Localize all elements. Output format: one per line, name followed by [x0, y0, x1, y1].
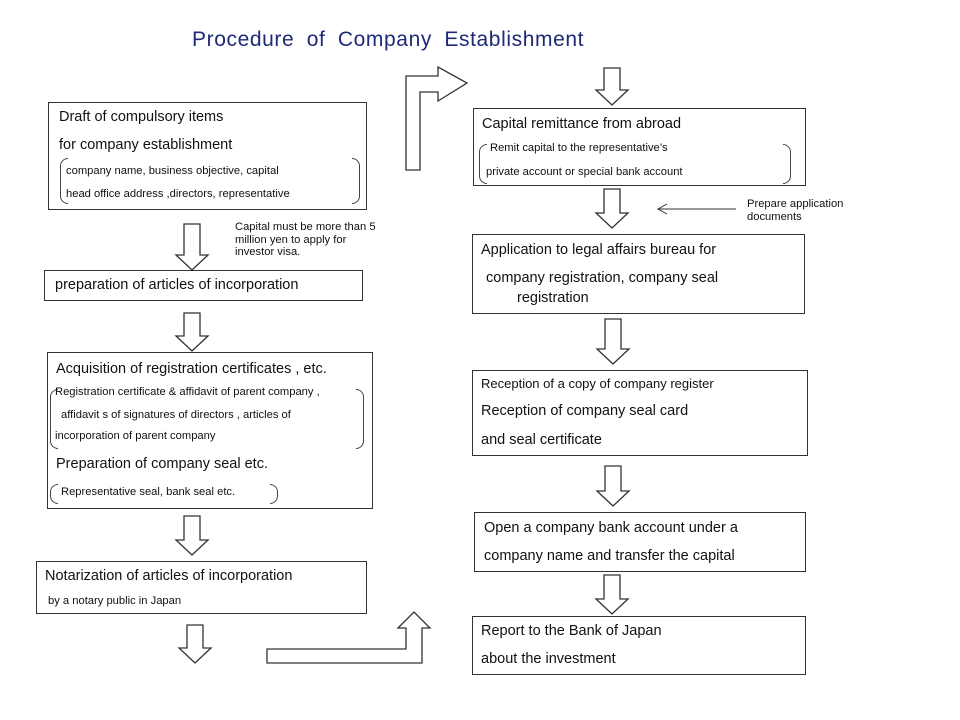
prepare-note: Prepare application documents — [747, 198, 843, 223]
remittance-bracket-left — [479, 144, 487, 184]
articles-box — [44, 270, 363, 301]
articles-line1: preparation of articles of incorporation — [55, 277, 299, 293]
note-arrow-head — [656, 203, 668, 215]
seal-bracket-left — [50, 484, 58, 504]
down-arrow-2 — [174, 312, 210, 352]
prepare-note-line1: Prepare application — [747, 198, 844, 210]
down-arrow-6 — [594, 188, 630, 229]
down-arrow-5 — [594, 67, 630, 106]
draft-sub2: head office address ,directors, represen… — [66, 188, 290, 200]
acquisition-sub2: affidavit s of signatures of directors ,… — [61, 409, 291, 421]
reception-line2: Reception of company seal card — [481, 403, 689, 419]
capital-note-line3: investor visa. — [235, 246, 301, 258]
draft-box — [48, 102, 367, 210]
acquisition-sub3: incorporation of parent company — [55, 430, 216, 442]
draft-line2: for company establishment — [59, 137, 233, 153]
acquisition-line1: Acquisition of registration certificates… — [56, 361, 327, 377]
bank-line2: company name and transfer the capital — [484, 548, 735, 564]
report-line1: Report to the Bank of Japan — [481, 623, 662, 639]
remittance-sub2: private account or special bank account — [486, 166, 683, 178]
capital-note-line2: million yen to apply for — [235, 233, 347, 246]
capital-note-line1: Capital must be more than 5 — [235, 221, 376, 233]
notarization-sub1: by a notary public in Japan — [48, 595, 182, 607]
acquisition-line2: Preparation of company seal etc. — [56, 456, 268, 472]
reception-line3: and seal certificate — [481, 432, 602, 448]
application-line1: Application to legal affairs bureau for — [481, 242, 717, 258]
application-line3: registration — [517, 290, 589, 306]
acquisition-box — [47, 352, 373, 509]
draft-sub1: company name, business objective, capita… — [66, 165, 279, 177]
reception-line1: Reception of a copy of company register — [481, 376, 714, 391]
remittance-box — [473, 108, 806, 186]
bank-box — [474, 512, 806, 572]
remittance-line1: Capital remittance from abroad — [482, 116, 682, 132]
bent-arrow-bottom — [266, 611, 432, 664]
application-line2: company registration, company seal — [486, 270, 719, 286]
page-title: Procedure of Company Establishment — [192, 28, 585, 51]
notarization-box — [36, 561, 367, 614]
remittance-sub1: Remit capital to the representative’s — [490, 142, 668, 154]
acquisition-bracket-right — [356, 389, 364, 449]
down-arrow-9 — [594, 574, 630, 615]
acquisition-sub1: Registration certificate & affidavit of … — [55, 386, 320, 398]
remittance-bracket-right — [783, 144, 791, 184]
down-arrow-7 — [595, 318, 631, 365]
notarization-line1: Notarization of articles of incorporatio… — [45, 568, 293, 584]
down-arrow-8 — [595, 465, 631, 507]
draft-line1: Draft of compulsory items — [59, 109, 224, 125]
bent-arrow-top — [405, 65, 469, 171]
application-box — [472, 234, 805, 314]
report-box — [472, 616, 806, 675]
report-line2: about the investment — [481, 651, 616, 667]
acquisition-sub4: Representative seal, bank seal etc. — [61, 486, 236, 498]
reception-box — [472, 370, 808, 456]
prepare-note-line2: documents — [747, 210, 802, 223]
down-arrow-4 — [177, 624, 213, 664]
down-arrow-1 — [174, 223, 210, 271]
draft-bracket-right — [352, 158, 360, 204]
bank-line1: Open a company bank account under a — [484, 520, 738, 536]
capital-note: Capital must be more than 5 million yen … — [235, 221, 376, 259]
down-arrow-3 — [174, 515, 210, 556]
